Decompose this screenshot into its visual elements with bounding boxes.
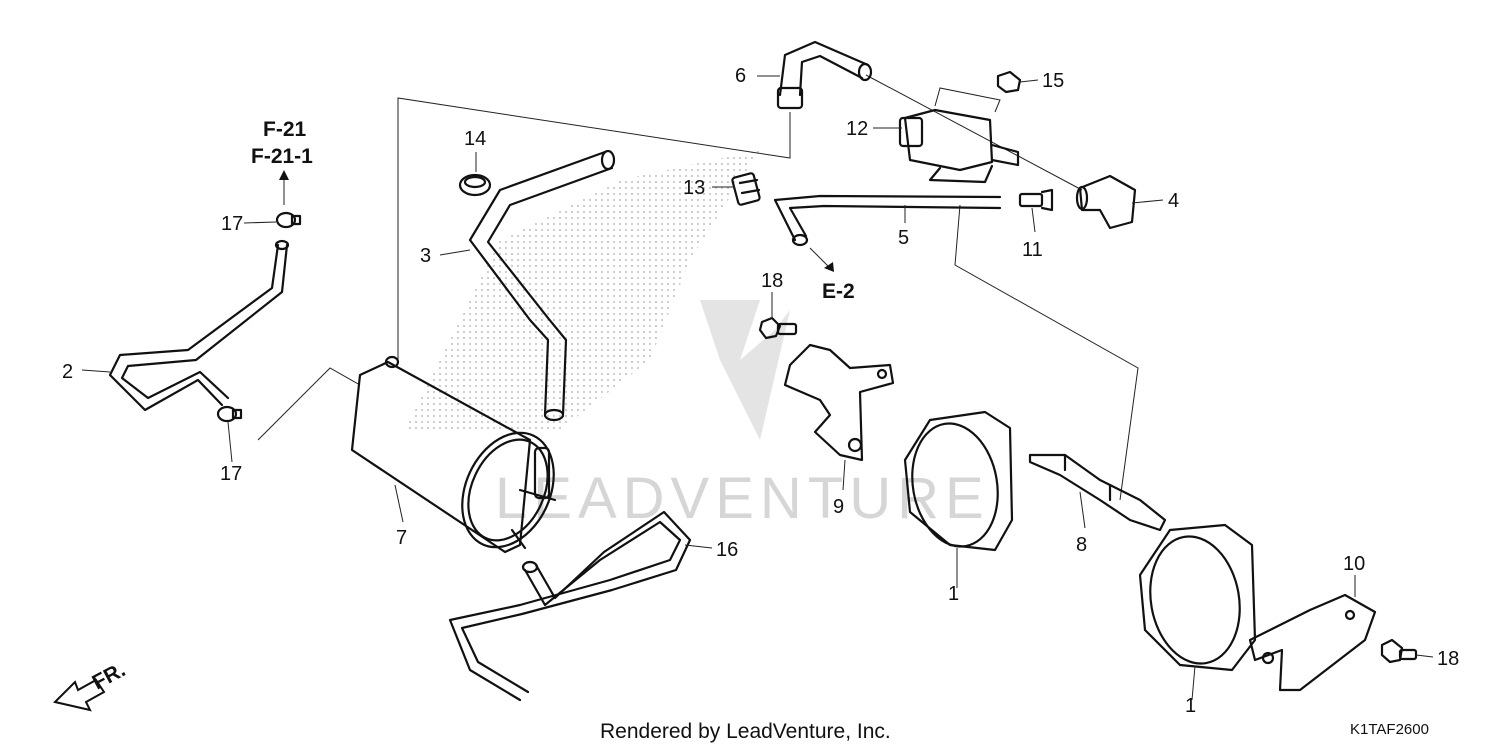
ref-f21: F-21 [263, 118, 307, 141]
hose-2 [108, 239, 290, 412]
nut-15 [996, 70, 1022, 94]
hose-5 [773, 194, 1002, 247]
callout-3: 3 [420, 245, 431, 267]
ref-f21-1: F-21-1 [251, 145, 313, 168]
clamp-14 [458, 173, 492, 197]
callout-14: 14 [464, 128, 486, 150]
clamp-17-upper [275, 211, 302, 229]
hose-6 [776, 40, 873, 110]
callout-12: 12 [846, 118, 868, 140]
hose-16 [448, 510, 692, 702]
footer-credit: Rendered by LeadVenture, Inc. [600, 720, 891, 743]
diagram-code: K1TAF2600 [1350, 721, 1429, 738]
plate-8 [1028, 453, 1167, 532]
callout-11: 11 [1022, 239, 1043, 261]
callout-leaders [81, 75, 1434, 701]
hose-3 [468, 149, 616, 422]
callout-6: 6 [735, 65, 746, 87]
callout-5: 5 [898, 227, 909, 249]
callout-18-lower: 18 [1437, 648, 1459, 670]
callout-1-center: 1 [948, 583, 959, 605]
arrow-e2 [809, 247, 834, 272]
callout-2: 2 [62, 361, 73, 383]
callout-18-upper: 18 [761, 270, 783, 292]
callout-8: 8 [1076, 534, 1087, 556]
assembly-lines [257, 74, 1139, 501]
callout-17-lower: 17 [220, 463, 242, 485]
callout-10: 10 [1343, 553, 1365, 575]
fitting-11 [1018, 188, 1054, 212]
band-1-center [903, 410, 1014, 552]
watermark-text: LEADVENTURE [495, 466, 990, 531]
bolt-18-lower [1380, 638, 1418, 664]
elbow-4 [1075, 174, 1137, 230]
callout-17-upper: 17 [221, 213, 243, 235]
watermark-logo: LEADVENTURE [405, 150, 990, 531]
callout-4: 4 [1168, 190, 1179, 212]
callout-15: 15 [1042, 70, 1064, 92]
ref-e2: E-2 [822, 280, 855, 303]
callout-7: 7 [396, 527, 407, 549]
callout-9: 9 [833, 496, 844, 518]
bracket-9 [783, 343, 895, 462]
callout-1-right: 1 [1185, 695, 1196, 717]
clip-13 [731, 172, 761, 206]
band-1-right [1138, 523, 1257, 672]
callout-16: 16 [716, 539, 738, 561]
solenoid-valve-12 [898, 108, 1020, 184]
front-arrow-icon: FR. [53, 658, 129, 712]
clamp-17-lower [216, 405, 243, 423]
callout-13: 13 [683, 177, 705, 199]
canister-7 [350, 355, 557, 554]
arrow-f21 [279, 170, 289, 205]
bracket-10 [1248, 593, 1377, 692]
